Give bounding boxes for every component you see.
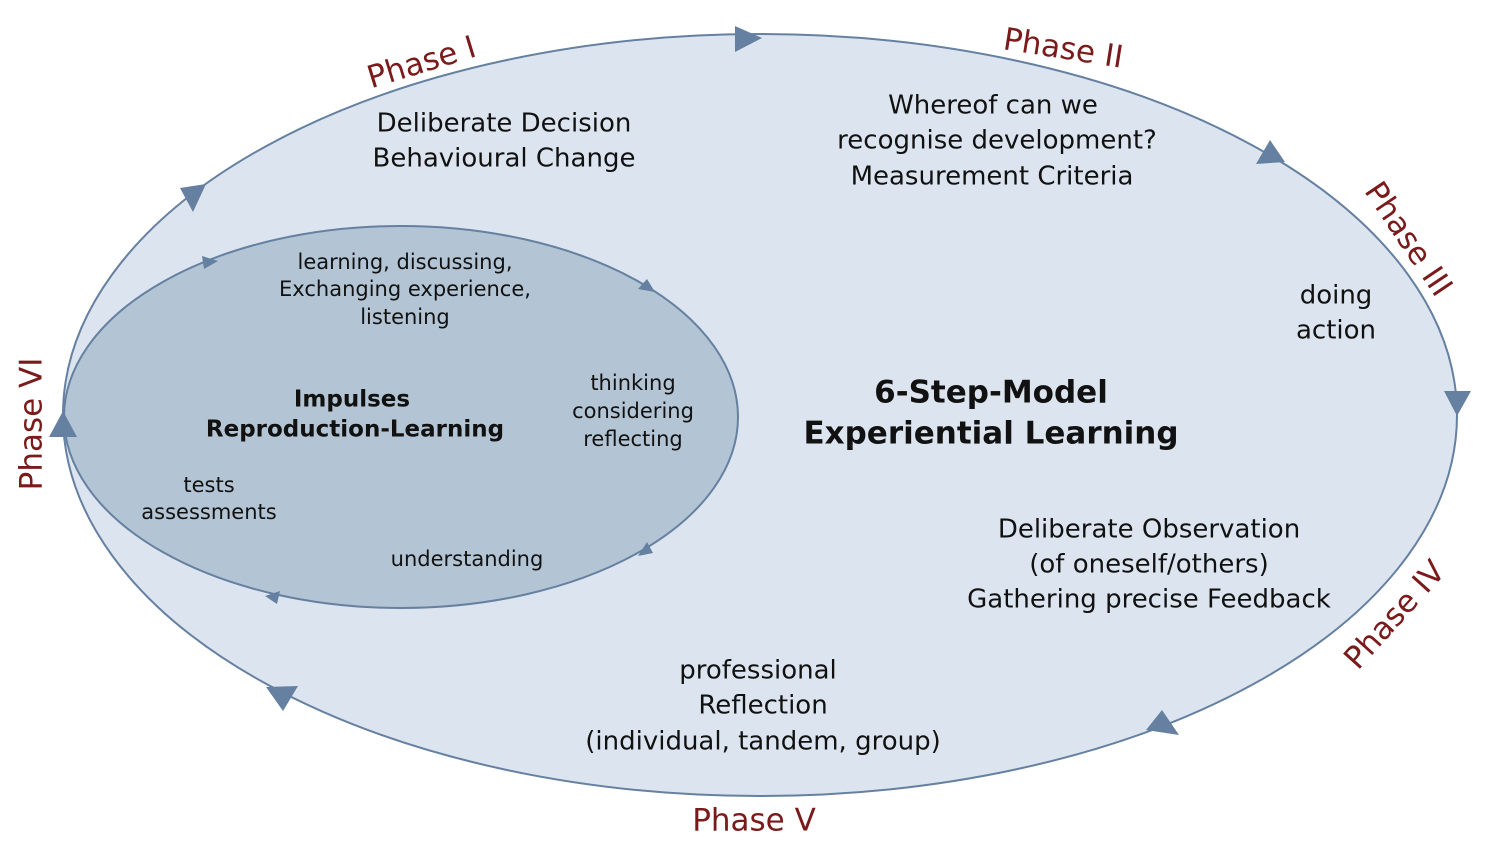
phase-1-line-1: Deliberate Decision — [377, 109, 632, 139]
phase-1-line-2: Behavioural Change — [373, 144, 636, 174]
phase-5-line-2: Reflection — [698, 691, 827, 721]
inner-top-description: learning, discussing, Exchanging experie… — [279, 250, 531, 329]
phase-4-line-3: Gathering precise Feedback — [967, 585, 1331, 615]
phase-4-line-1: Deliberate Observation — [998, 515, 1300, 545]
phase-5-line-1: professional — [679, 656, 837, 686]
inner-arrow-lower-right-icon — [638, 542, 653, 556]
phase-3-description: doing action — [1296, 281, 1376, 346]
phase-5-label: Phase V — [692, 803, 816, 839]
arrow-upper-right-icon — [1256, 140, 1285, 164]
inner-right-line-3: reflecting — [583, 427, 683, 451]
inner-right-description: thinking considering reflecting — [572, 371, 694, 451]
phase-2-line-1: Whereof can we — [888, 91, 1098, 121]
phase-5-line-3: (individual, tandem, group) — [585, 727, 940, 757]
inner-top-line-3: listening — [360, 305, 450, 329]
phase-6-label: Phase VI — [14, 358, 50, 491]
phase-1-description: Deliberate Decision Behavioural Change — [373, 109, 636, 174]
diagram-title-line2: Experiential Learning — [803, 416, 1178, 452]
inner-title-line-2: Reproduction-Learning — [206, 417, 504, 443]
inner-left-line-2: assessments — [141, 500, 276, 524]
diagram-title-line1: 6-Step-Model — [874, 375, 1108, 411]
inner-top-line-1: learning, discussing, — [297, 250, 512, 274]
arrow-lower-left-icon — [266, 686, 298, 711]
inner-arrow-top-right-icon — [638, 279, 655, 292]
phase-4-description: Deliberate Observation (of oneself/other… — [967, 515, 1331, 615]
inner-left-description: tests assessments — [141, 473, 276, 524]
phase-2-description: Whereof can we recognise development? Me… — [837, 91, 1157, 192]
arrow-lower-right-icon — [1146, 710, 1179, 735]
inner-arrow-top-left-icon — [202, 256, 218, 269]
phase-2-line-2: recognise development? — [837, 126, 1157, 156]
arrow-upper-left-icon — [180, 184, 206, 212]
inner-top-line-2: Exchanging experience, — [279, 277, 531, 301]
arrow-top-right-icon — [735, 26, 762, 52]
inner-bottom-label: understanding — [391, 547, 544, 571]
phase-3-line-1: doing — [1300, 281, 1373, 311]
inner-right-line-1: thinking — [590, 371, 675, 395]
inner-cycle-arrows — [202, 256, 655, 604]
inner-cycle-title: Impulses Reproduction-Learning — [206, 387, 504, 443]
phase-5-description: professional Reflection (individual, tan… — [585, 656, 940, 757]
inner-right-line-2: considering — [572, 399, 694, 423]
outer-cycle-arrows — [49, 26, 1471, 735]
phase-3-line-2: action — [1296, 316, 1376, 346]
phase-4-line-2: (of oneself/others) — [1029, 550, 1268, 580]
arrow-left-up-icon — [49, 411, 77, 437]
inner-title-line-1: Impulses — [294, 387, 410, 413]
arrow-right-down-icon — [1444, 391, 1471, 416]
phase-2-line-3: Measurement Criteria — [851, 162, 1134, 192]
inner-left-line-1: tests — [183, 473, 234, 497]
inner-arrow-bottom-left-icon — [265, 591, 280, 604]
